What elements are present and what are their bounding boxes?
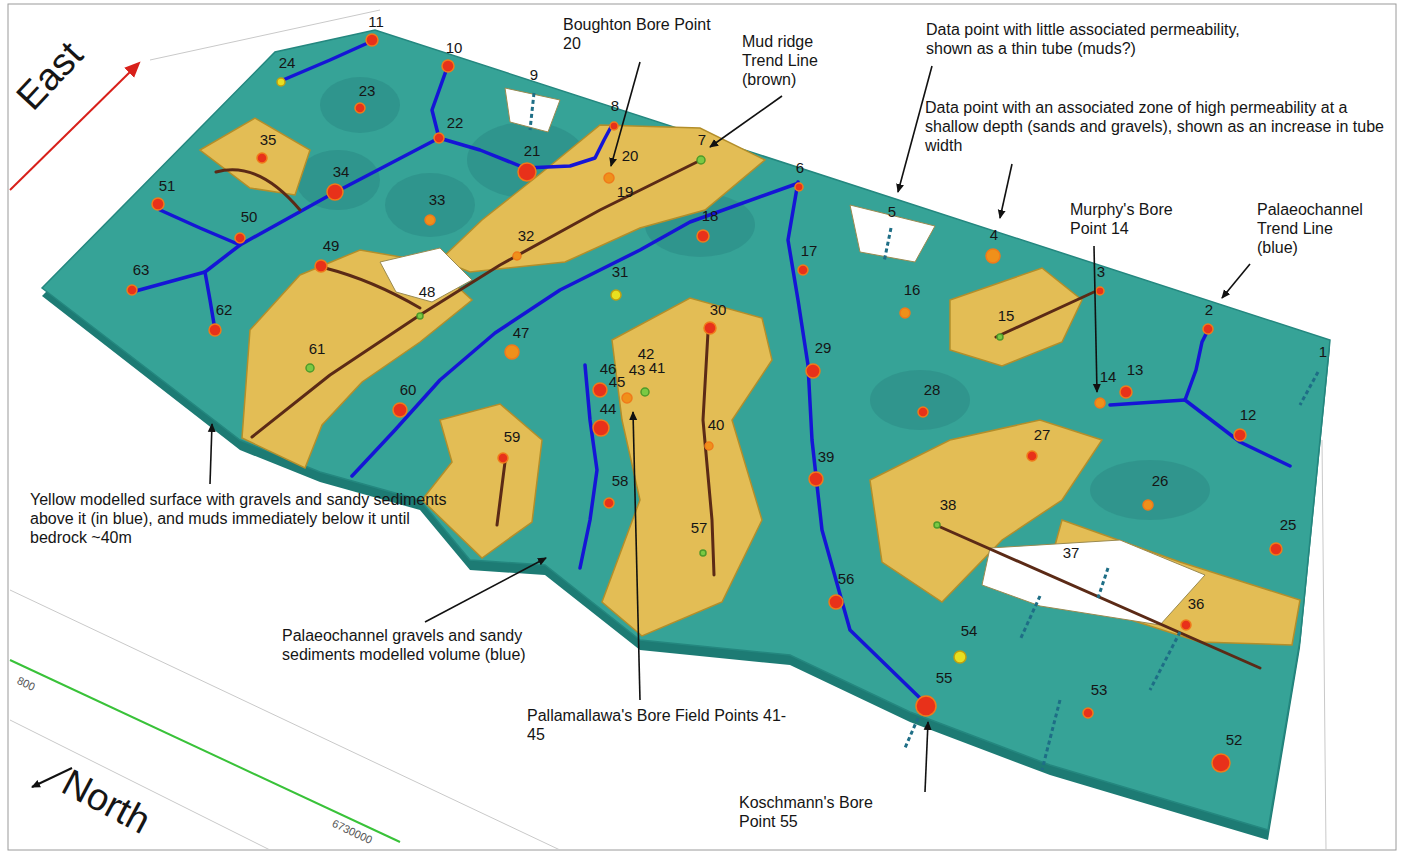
point-number: 6 [796, 159, 804, 177]
point-number: 27 [1034, 426, 1051, 444]
point-number: 33 [429, 191, 446, 209]
callout-text: Mud ridge Trend Line (brown) [742, 32, 854, 90]
palaeochannel-trend-line [132, 42, 1290, 700]
point-number: 9 [530, 66, 538, 84]
point-number: 32 [518, 227, 535, 245]
palaeochannel-volume [42, 30, 1330, 830]
point-number: 52 [1226, 731, 1243, 749]
point-number: 5 [888, 203, 896, 221]
point-number: 28 [924, 381, 941, 399]
point-number: 24 [279, 54, 296, 72]
point-number: 61 [309, 340, 326, 358]
callout-text: Boughton Bore Point 20 [563, 15, 713, 53]
point-number: 11 [368, 13, 384, 31]
point-number: 3 [1097, 263, 1105, 281]
northing-line [10, 660, 400, 842]
point-number: 29 [815, 339, 832, 357]
point-number: 57 [691, 519, 708, 537]
point-number: 14 [1100, 368, 1117, 386]
frame [8, 4, 1396, 850]
point-number: 7 [698, 131, 706, 149]
point-number: 20 [622, 147, 639, 165]
point-number: 63 [133, 261, 150, 279]
callout-text: Palaeochannel gravels and sandy sediment… [282, 626, 552, 664]
point-number: 59 [504, 428, 521, 446]
callout-text: Murphy's Bore Point 14 [1070, 200, 1212, 238]
point-number: 17 [801, 242, 818, 260]
point-number: 4 [990, 226, 998, 244]
point-number: 42 [638, 345, 655, 363]
point-number: 8 [611, 97, 619, 115]
compass-label: North [54, 760, 157, 844]
callout-text: Pallamallawa's Bore Field Points 41-45 [527, 706, 789, 744]
point-number: 15 [998, 307, 1015, 325]
point-number: 34 [333, 163, 350, 181]
callout-text: Yellow modelled surface with gravels and… [30, 490, 450, 548]
callout-text: Palaeochannel Trend Line (blue) [1257, 200, 1377, 258]
yellow-surface [200, 118, 1300, 645]
point-number: 2 [1205, 301, 1213, 319]
point-number: 1 [1319, 343, 1327, 361]
point-number: 18 [702, 207, 719, 225]
data-point [127, 34, 1282, 772]
point-number: 48 [419, 283, 436, 301]
point-number: 31 [612, 263, 629, 281]
callout-text: Koschmann's Bore Point 55 [739, 793, 891, 831]
callout-text: Data point with an associated zone of hi… [925, 98, 1390, 156]
point-number: 50 [241, 208, 258, 226]
axis-label: 6730000 [330, 817, 374, 847]
point-number: 39 [818, 448, 835, 466]
point-number: 49 [323, 237, 340, 255]
compass-label: East [7, 33, 92, 120]
axis-label: 800 [15, 674, 37, 694]
leader-arrow [210, 62, 1250, 792]
callout-text: Data point with little associated permea… [926, 20, 1288, 58]
point-number: 53 [1091, 681, 1108, 699]
point-number: 40 [708, 416, 725, 434]
point-number: 35 [260, 131, 277, 149]
point-number: 10 [446, 39, 463, 57]
point-number: 22 [447, 114, 464, 132]
point-number: 51 [159, 177, 176, 195]
point-number: 12 [1240, 406, 1257, 424]
point-number: 16 [904, 281, 921, 299]
point-number: 13 [1127, 361, 1144, 379]
point-number: 23 [359, 82, 376, 100]
point-number: 62 [216, 301, 233, 319]
point-number: 60 [400, 381, 417, 399]
point-number: 21 [524, 142, 541, 160]
point-number: 58 [612, 472, 629, 490]
point-number: 25 [1280, 516, 1297, 534]
point-number: 55 [936, 669, 953, 687]
point-number: 36 [1188, 595, 1205, 613]
point-number: 38 [940, 496, 957, 514]
mud-ridge-trend-line [216, 160, 1260, 668]
point-number: 19 [617, 183, 634, 201]
point-number: 43 [629, 361, 646, 379]
point-number: 30 [710, 301, 727, 319]
point-number: 47 [513, 324, 530, 342]
model-gaps [380, 88, 1205, 625]
point-number: 46 [600, 360, 617, 378]
point-number: 44 [600, 400, 617, 418]
point-number: 37 [1063, 544, 1080, 562]
point-number: 26 [1152, 472, 1169, 490]
point-number: 54 [961, 622, 978, 640]
point-number: 56 [838, 570, 855, 588]
thin-tube [530, 93, 1318, 770]
